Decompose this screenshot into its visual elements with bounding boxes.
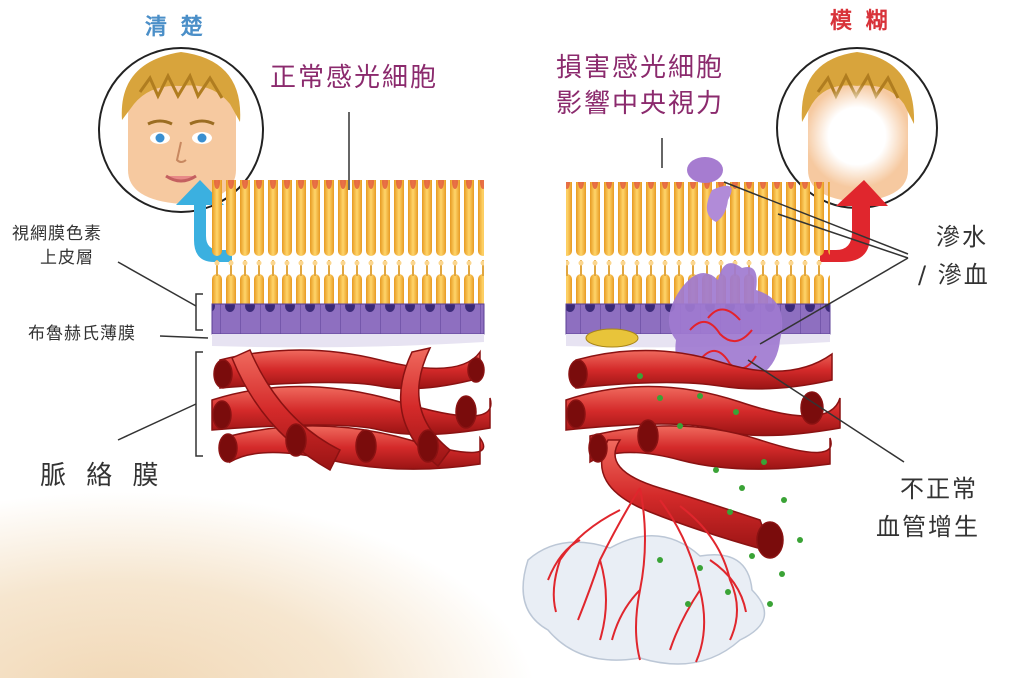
left-choroid-vessels: [212, 348, 491, 470]
right-retina-tissue: [566, 157, 830, 386]
blurred-face-icon: [802, 52, 914, 202]
leak-label-line2: / 滲血: [918, 260, 990, 290]
damage-label-line1: 損害感光細胞: [556, 52, 724, 85]
rpe-label-line1: 視網膜色素: [12, 224, 102, 245]
damage-label-line2: 影響中央視力: [556, 88, 724, 121]
abnormal-vessels-label-line1: 不正常: [900, 474, 978, 504]
blurred-vision-label: 模 糊: [830, 8, 891, 36]
bruch-membrane-label: 布魯赫氏薄膜: [28, 324, 136, 345]
left-retina-tissue: [212, 180, 484, 347]
rpe-label-line2: 上皮層: [40, 248, 94, 269]
abnormal-vessels-label-line2: 血管增生: [876, 512, 980, 542]
leak-label-line1: 滲水: [936, 222, 988, 252]
choroid-label: 脈 絡 膜: [40, 460, 165, 493]
normal-photoreceptor-label: 正常感光細胞: [270, 62, 438, 95]
clear-vision-label: 清 楚: [145, 14, 206, 42]
